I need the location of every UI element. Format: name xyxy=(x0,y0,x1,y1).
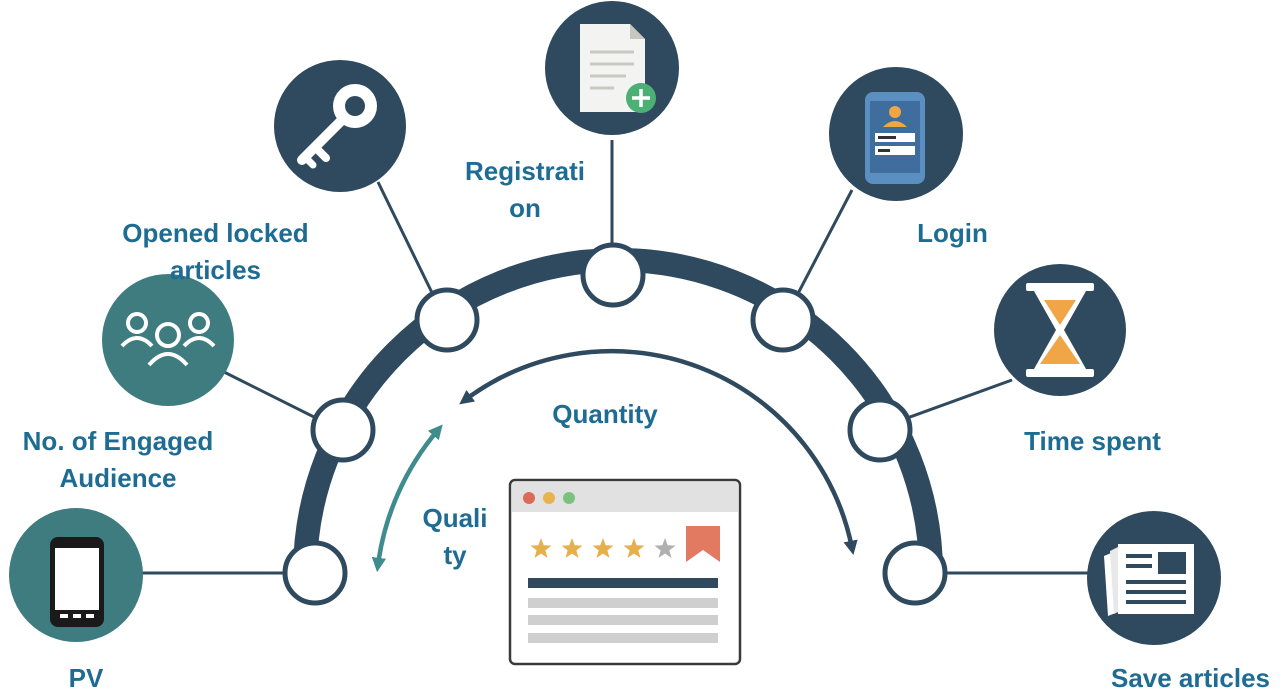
label-time: Time spent xyxy=(1024,426,1161,456)
label-opened: Opened locked articles xyxy=(122,218,309,285)
metric-save-circle xyxy=(1087,511,1221,645)
label-registration: Registrati on xyxy=(465,156,585,223)
label-login: Login xyxy=(917,218,988,248)
label-engaged: No. of Engaged Audience xyxy=(22,426,214,493)
node-save xyxy=(882,540,948,606)
metric-time-circle xyxy=(994,264,1126,396)
bookmark-icon xyxy=(686,526,720,562)
document-add-icon xyxy=(580,24,656,113)
article-rating-icon xyxy=(508,478,742,666)
metric-engaged-circle xyxy=(102,274,234,406)
label-quality: Quali ty xyxy=(422,503,488,570)
node-engaged xyxy=(310,397,376,463)
metric-opened-circle xyxy=(274,60,406,192)
connector-lines xyxy=(140,140,1090,575)
label-pv: PV xyxy=(68,663,104,693)
people-icon xyxy=(120,312,216,367)
connector-opened xyxy=(376,181,440,306)
label-quantity: Quantity xyxy=(552,399,658,429)
rating-stars xyxy=(530,538,676,558)
arc-nodes xyxy=(282,242,948,606)
star-icon xyxy=(654,538,676,558)
star-icon xyxy=(623,538,645,558)
window-dot-yellow xyxy=(543,492,555,504)
node-time xyxy=(847,397,913,463)
quality-arrow xyxy=(371,424,443,573)
smartphone-icon xyxy=(50,537,104,627)
node-opened xyxy=(414,287,480,353)
label-save: Save articles xyxy=(1110,663,1270,693)
star-icon xyxy=(530,538,552,558)
star-icon xyxy=(592,538,614,558)
star-icon xyxy=(561,538,583,558)
key-icon xyxy=(297,84,377,169)
node-login xyxy=(750,287,816,353)
node-registration xyxy=(580,242,646,308)
metric-registration-circle xyxy=(545,1,679,135)
connector-login xyxy=(790,189,854,306)
window-dot-red xyxy=(523,492,535,504)
newspaper-icon xyxy=(1104,544,1194,616)
metric-pv-circle xyxy=(9,508,143,642)
node-pv xyxy=(282,540,348,606)
window-dot-green xyxy=(563,492,575,504)
mobile-login-icon xyxy=(865,92,925,184)
metric-login-circle xyxy=(829,67,963,201)
connector-engaged xyxy=(211,364,331,427)
quantity-arrow xyxy=(459,348,858,556)
hourglass-icon xyxy=(1026,283,1094,377)
